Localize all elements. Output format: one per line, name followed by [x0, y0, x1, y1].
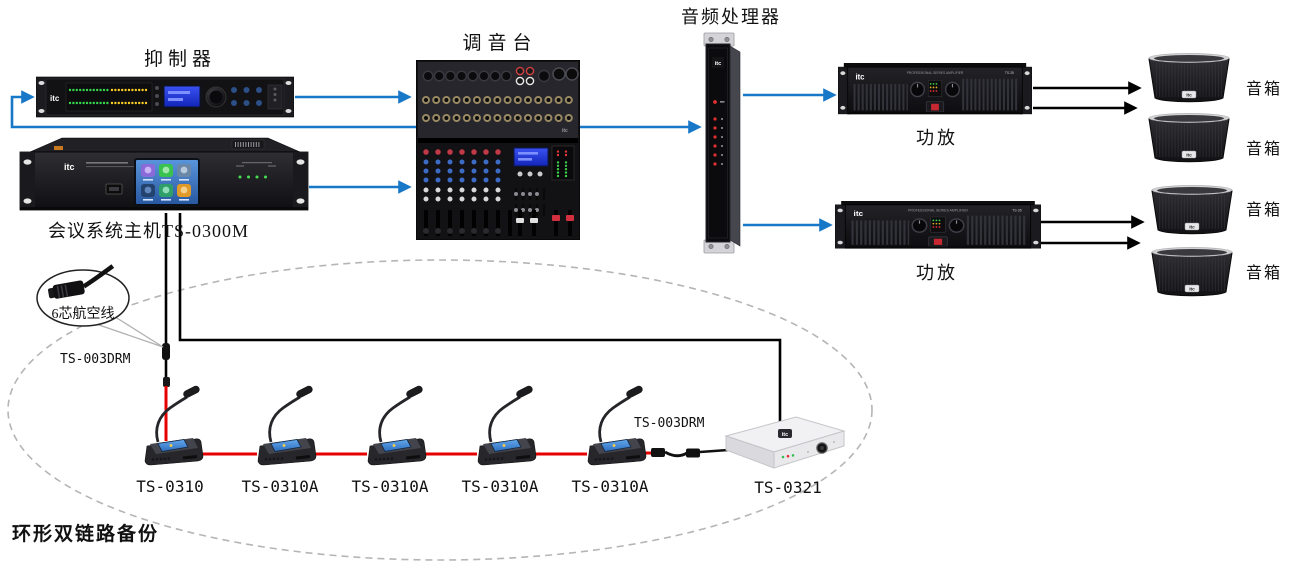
black-speaker-wires	[1033, 81, 1145, 250]
amplifier-1-device	[838, 63, 1032, 118]
connector-callout-label: 6芯航空线	[51, 307, 115, 322]
extension-unit-device: itc	[712, 406, 860, 482]
speaker-1-label: 音箱	[1246, 81, 1283, 98]
itc-logo: itc	[562, 128, 568, 134]
suppressor-label: 抑制器	[143, 49, 216, 70]
ring-backup-label: 环形双链路备份	[12, 524, 160, 545]
wire-mixer-to-suppressor	[10, 90, 418, 129]
host-label: 会议系统主机TS-0300M	[48, 221, 250, 241]
speaker-2-label: 音箱	[1246, 141, 1283, 158]
cable-junction-connector	[162, 343, 170, 360]
processor-label: 音频处理器	[681, 7, 781, 27]
feedback-suppressor-device: itc	[36, 74, 294, 120]
callout-bubble	[36, 269, 130, 327]
speaker-4	[1148, 244, 1236, 300]
speaker-3	[1148, 182, 1236, 238]
itc-logo: itc	[64, 162, 75, 172]
itc-logo: itc	[50, 94, 60, 103]
mixer-lcd	[513, 147, 549, 167]
amp2-label: 功放	[916, 263, 958, 283]
mixer-label: 调音台	[462, 33, 538, 54]
mic-5-label: TS-0310A	[571, 477, 649, 496]
cable-inline-connector	[163, 377, 170, 387]
mixer-device: itc	[416, 60, 580, 240]
itc-logo: itc	[782, 432, 788, 438]
ring-backup-ellipse	[7, 259, 873, 561]
speaker-1	[1145, 50, 1233, 106]
audio-processor-device: itc	[698, 32, 748, 254]
speaker-4-label: 音箱	[1246, 265, 1283, 282]
mic-3-label: TS-0310A	[351, 477, 429, 496]
aviation-connector-icon	[48, 264, 115, 299]
amp1-label: 功放	[916, 128, 958, 148]
conference-host-device: itc	[18, 136, 310, 214]
aviation-connector-callout	[36, 264, 164, 348]
conference-mic-1	[137, 384, 207, 468]
cable-label-left: TS-003DRM	[60, 352, 131, 367]
extension-cable	[651, 448, 729, 458]
amplifier-2-device	[835, 201, 1041, 252]
mic-2-label: TS-0310A	[241, 477, 319, 496]
extension-unit-label: TS-0321	[754, 478, 822, 497]
lcd-display	[163, 85, 201, 108]
conference-mic-2	[250, 384, 320, 468]
speaker-2	[1145, 110, 1233, 166]
conference-mic-4	[470, 384, 540, 468]
blue-signal-wires	[10, 88, 837, 232]
cable-label-right: TS-003DRM	[634, 416, 705, 431]
touchscreen-icons	[141, 164, 191, 201]
conference-mic-3	[360, 384, 430, 468]
mic-1-label: TS-0310	[136, 477, 204, 496]
wire-host-to-ts0321	[178, 213, 782, 424]
mic-4-label: TS-0310A	[461, 477, 539, 496]
speaker-3-label: 音箱	[1246, 202, 1283, 219]
itc-logo: itc	[715, 61, 721, 67]
